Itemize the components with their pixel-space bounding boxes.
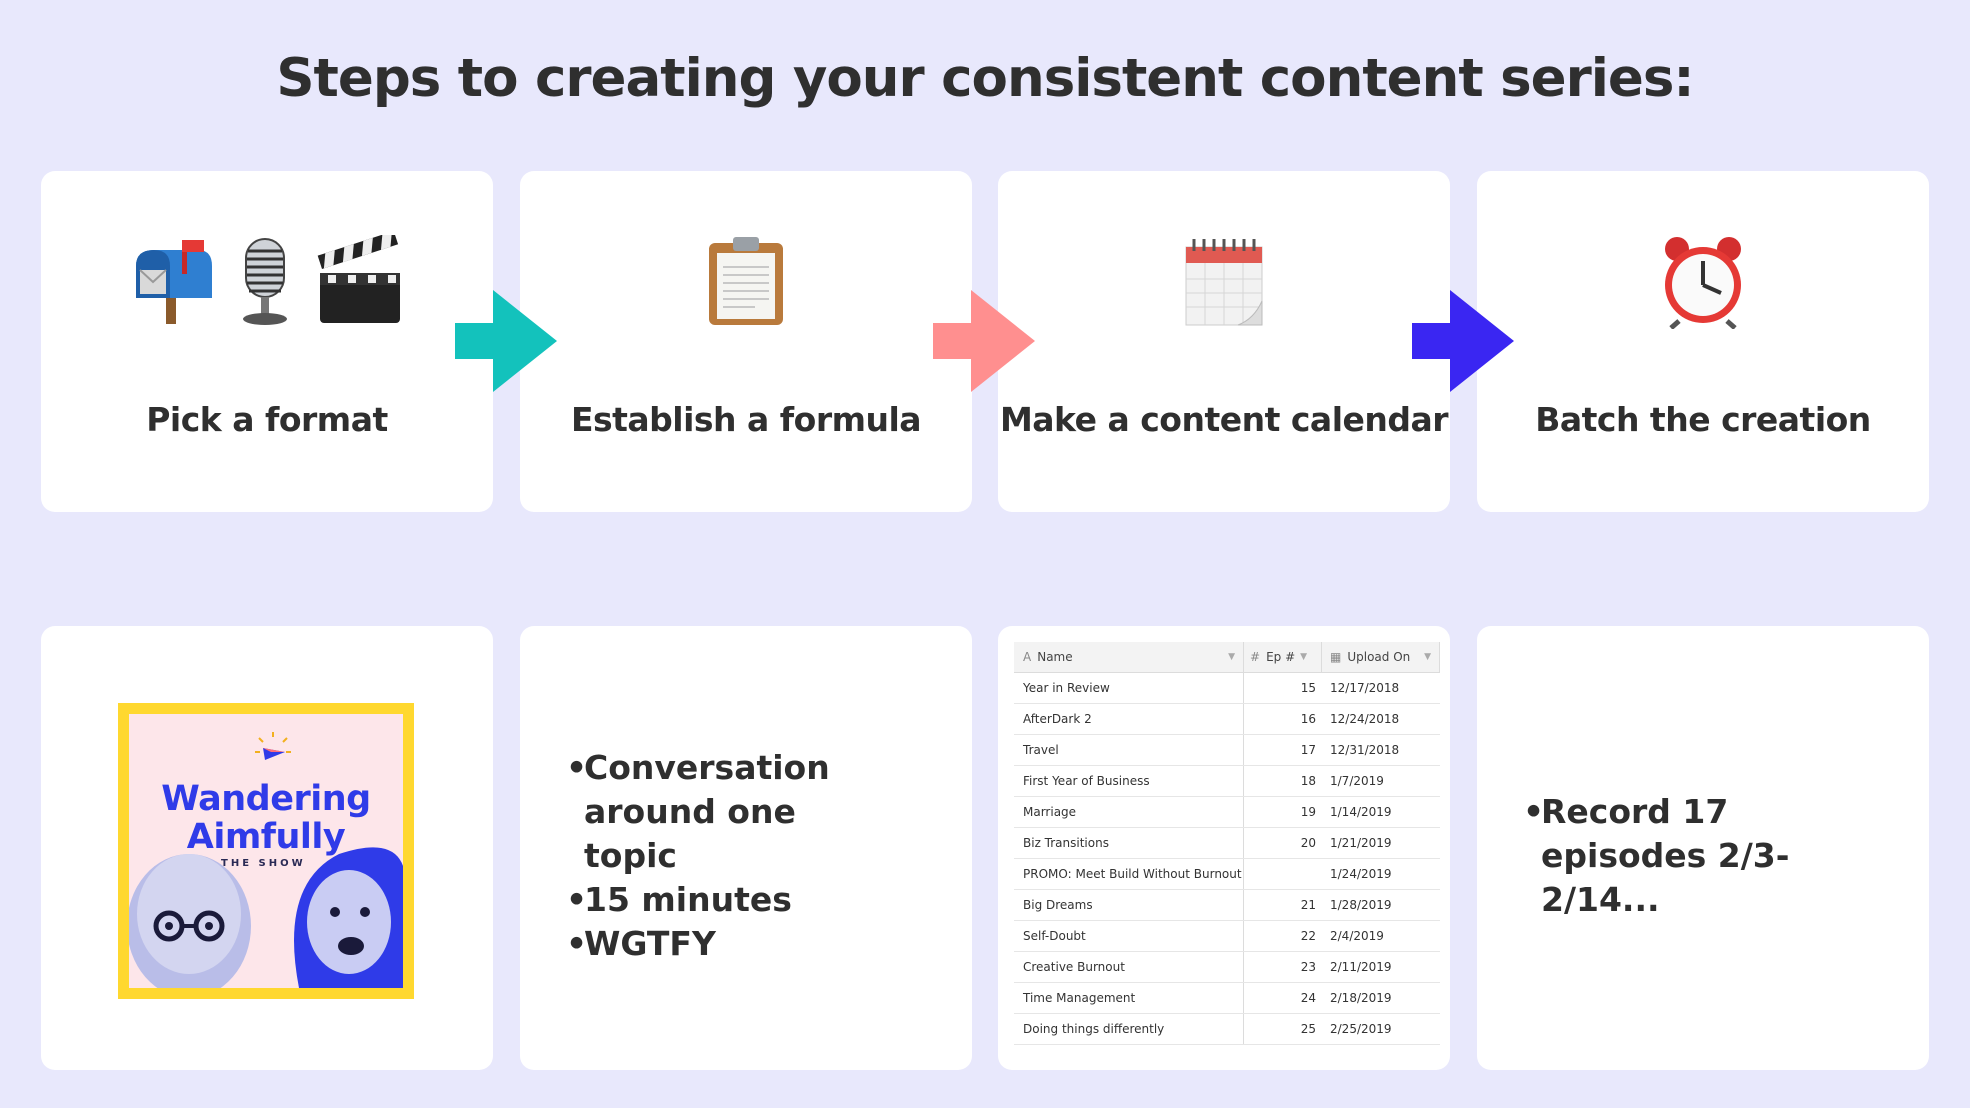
cell-name: Marriage — [1014, 797, 1244, 827]
step-card-formula: Establish a formula — [520, 171, 972, 512]
podcast-cover-art: Wandering Aimfully THE SHOW — [118, 703, 414, 999]
cell-upload-on: 1/21/2019 — [1330, 836, 1392, 850]
cell-upload-on: 12/24/2018 — [1330, 712, 1400, 726]
cell-ep: 21 — [1300, 898, 1316, 912]
chevron-down-icon[interactable]: ▼ — [1424, 652, 1431, 662]
cell-name: Biz Transitions — [1014, 828, 1244, 858]
batch-bullet-list: •Record 17 episodes 2/3-2/14... — [1523, 790, 1871, 922]
step-label: Make a content calendar — [999, 400, 1449, 439]
date-field-icon: ▦ — [1330, 650, 1342, 664]
chevron-down-icon[interactable]: ▼ — [1300, 652, 1307, 662]
table-row[interactable]: Year in Review 15 12/17/2018 — [1014, 673, 1440, 704]
column-header-upload-on[interactable]: ▦ Upload On ▼ — [1322, 642, 1440, 672]
batch-icons — [1477, 231, 1929, 331]
cell-name: Time Management — [1014, 983, 1244, 1013]
list-item: •Conversation around one topic — [566, 748, 830, 875]
clapperboard-icon — [317, 235, 400, 323]
cell-name: AfterDark 2 — [1014, 704, 1244, 734]
table-row[interactable]: Time Management 24 2/18/2019 — [1014, 983, 1440, 1014]
cell-ep: 16 — [1300, 712, 1316, 726]
cell-upload-on: 2/11/2019 — [1330, 960, 1392, 974]
formula-icons — [520, 231, 972, 331]
cell-name: Doing things differently — [1014, 1014, 1244, 1044]
podcast-title: Wandering Aimfully — [161, 779, 371, 857]
content-calendar-card: A Name ▼ # Ep # ▼ ▦ Upload On ▼ Year in … — [998, 626, 1450, 1070]
column-header-name[interactable]: A Name ▼ — [1014, 642, 1244, 672]
cell-upload-on: 2/4/2019 — [1330, 929, 1384, 943]
format-icons — [41, 231, 493, 331]
podcast-subtitle: THE SHOW — [221, 858, 306, 869]
clipboard-icon — [709, 237, 783, 325]
step-card-calendar: Make a content calendar — [998, 171, 1450, 512]
cell-upload-on: 12/31/2018 — [1330, 743, 1400, 757]
cell-ep: 15 — [1300, 681, 1316, 695]
cell-name: PROMO: Meet Build Without Burnout — [1014, 859, 1244, 889]
cell-ep: 23 — [1300, 960, 1316, 974]
host-photo-right — [294, 847, 403, 988]
table-row[interactable]: Biz Transitions 20 1/21/2019 — [1014, 828, 1440, 859]
list-item: •Record 17 episodes 2/3-2/14... — [1523, 792, 1790, 919]
cell-upload-on: 2/18/2019 — [1330, 991, 1392, 1005]
table-row[interactable]: Marriage 19 1/14/2019 — [1014, 797, 1440, 828]
arrow-right-icon — [1412, 290, 1514, 392]
mailbox-icon — [136, 240, 212, 324]
cell-name: First Year of Business — [1014, 766, 1244, 796]
table-row[interactable]: PROMO: Meet Build Without Burnout 1/24/20… — [1014, 859, 1440, 890]
cell-upload-on: 1/24/2019 — [1330, 867, 1392, 881]
batch-details-card: •Record 17 episodes 2/3-2/14... — [1477, 626, 1929, 1070]
step-label: Establish a formula — [570, 400, 922, 439]
podcast-cover-card: Wandering Aimfully THE SHOW — [41, 626, 493, 1070]
arrow-right-icon — [933, 290, 1035, 392]
cell-upload-on: 1/7/2019 — [1330, 774, 1384, 788]
arrow-right-icon — [455, 290, 557, 392]
formula-details-card: •Conversation around one topic •15 minut… — [520, 626, 972, 1070]
table-row[interactable]: Doing things differently 25 2/25/2019 — [1014, 1014, 1440, 1045]
cell-ep: 19 — [1300, 805, 1316, 819]
paper-plane-logo-icon — [255, 732, 291, 760]
cell-name: Self-Doubt — [1014, 921, 1244, 951]
cell-ep: 24 — [1300, 991, 1316, 1005]
cell-name: Big Dreams — [1014, 890, 1244, 920]
table-row[interactable]: First Year of Business 18 1/7/2019 — [1014, 766, 1440, 797]
formula-bullet-list: •Conversation around one topic •15 minut… — [566, 746, 884, 966]
calendar-icon — [1185, 239, 1263, 326]
table-row[interactable]: Travel 17 12/31/2018 — [1014, 735, 1440, 766]
content-calendar-table: A Name ▼ # Ep # ▼ ▦ Upload On ▼ Year in … — [1014, 642, 1440, 1045]
step-label: Batch the creation — [1535, 400, 1871, 439]
host-photo-left — [129, 854, 251, 988]
list-item: •WGTFY — [566, 924, 716, 963]
cell-ep: 25 — [1300, 1022, 1316, 1036]
page-title: Steps to creating your consistent conten… — [276, 48, 1694, 109]
cell-ep: 22 — [1300, 929, 1316, 943]
chevron-down-icon[interactable]: ▼ — [1228, 652, 1235, 662]
microphone-icon — [243, 238, 287, 325]
cell-ep: 18 — [1300, 774, 1316, 788]
cell-ep: 17 — [1300, 743, 1316, 757]
step-card-format: Pick a format — [41, 171, 493, 512]
number-field-icon: # — [1250, 650, 1261, 664]
cell-upload-on: 12/17/2018 — [1330, 681, 1400, 695]
table-row[interactable]: AfterDark 2 16 12/24/2018 — [1014, 704, 1440, 735]
cell-upload-on: 1/14/2019 — [1330, 805, 1392, 819]
cell-upload-on: 1/28/2019 — [1330, 898, 1392, 912]
column-header-ep[interactable]: # Ep # ▼ — [1244, 642, 1322, 672]
calendar-icons — [998, 231, 1450, 331]
cell-ep: 20 — [1300, 836, 1316, 850]
cell-name: Creative Burnout — [1014, 952, 1244, 982]
text-field-icon: A — [1023, 650, 1032, 664]
cell-upload-on: 2/25/2019 — [1330, 1022, 1392, 1036]
table-row[interactable]: Creative Burnout 23 2/11/2019 — [1014, 952, 1440, 983]
step-card-batch: Batch the creation — [1477, 171, 1929, 512]
table-row[interactable]: Big Dreams 21 1/28/2019 — [1014, 890, 1440, 921]
cell-name: Travel — [1014, 735, 1244, 765]
alarm-clock-icon — [1665, 237, 1741, 329]
table-row[interactable]: Self-Doubt 22 2/4/2019 — [1014, 921, 1440, 952]
list-item: •15 minutes — [566, 880, 792, 919]
cell-ep — [1244, 859, 1322, 889]
table-header-row: A Name ▼ # Ep # ▼ ▦ Upload On ▼ — [1014, 642, 1440, 673]
cell-name: Year in Review — [1014, 673, 1244, 703]
step-label: Pick a format — [146, 400, 388, 439]
